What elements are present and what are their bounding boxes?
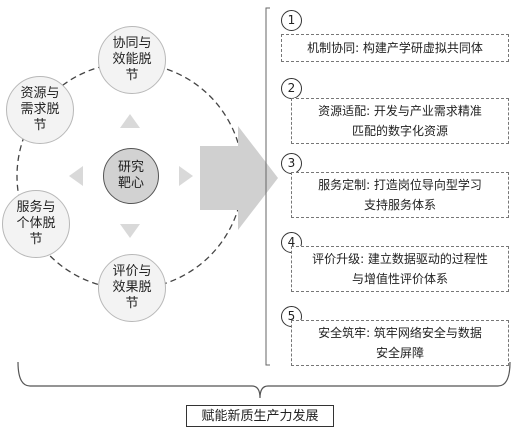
ring-node-service: 服务与 个体脱 节 (2, 190, 70, 258)
down-triangle (120, 224, 140, 238)
right-bracket (265, 7, 270, 366)
item-number-2: 2 (281, 78, 302, 99)
bottom-brace (17, 361, 511, 399)
center-node: 研究 靶心 (103, 148, 159, 204)
item-box-1: 机制协同: 构建产学研虚拟共同体 (281, 34, 509, 62)
ring-node-collaboration: 协同与 效能脱 节 (98, 26, 166, 94)
right-triangle (179, 166, 193, 186)
item-box-5: 安全筑牢: 筑牢网络安全与数据 安全屏障 (291, 320, 509, 366)
item-number-3: 3 (281, 153, 302, 174)
item-number-1: 1 (281, 10, 302, 31)
ring-node-evaluation: 评价与 效果脱 节 (98, 254, 166, 322)
big-arrow (200, 126, 278, 230)
left-triangle (69, 166, 83, 186)
item-box-4: 评价升级: 建立数据驱动的过程性 与增值性评价体系 (291, 246, 509, 292)
item-box-3: 服务定制: 打造岗位导向型学习 支持服务体系 (291, 172, 509, 218)
footer-label: 赋能新质生产力发展 (186, 405, 334, 427)
item-box-2: 资源适配: 开发与产业需求精准 匹配的数字化资源 (291, 98, 509, 144)
ring-node-resources: 资源与 需求脱 节 (6, 76, 74, 144)
up-triangle (120, 114, 140, 128)
